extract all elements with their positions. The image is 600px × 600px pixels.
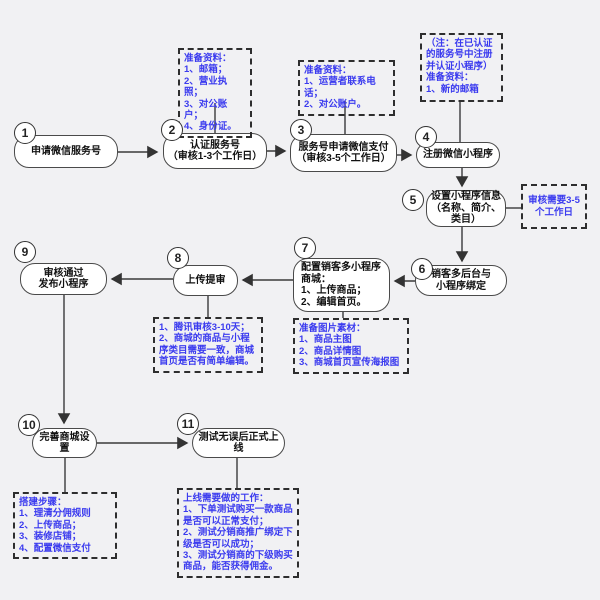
step-8-node: 上传提审 [173, 265, 238, 296]
step-4-badge: 4 [415, 126, 437, 148]
step-3-node: 服务号申请微信支付 （审核3-5个工作日） [290, 134, 397, 172]
step-5-node: 设置小程序信息 （名称、简介、类目） [426, 190, 506, 227]
note-step-10-setup-steps: 搭建步骤： 1、理清分佣规则 2、上传商品； 3、装修店铺； 4、配置微信支付 [13, 492, 117, 559]
note-step-7-image-materials: 准备图片素材： 1、商品主图 2、商品详情图 3、商城首页宣传海报图 [293, 318, 409, 374]
step-2-node: 认证服务号 （审核1-3个工作日） [163, 133, 267, 169]
note-step-4-materials: （注：在已认证的服务号中注册并认证小程序） 准备资料： 1、新的邮箱 [420, 33, 503, 102]
step-1-badge: 1 [14, 122, 36, 144]
note-step-3-materials: 准备资料： 1、运营者联系电话； 2、对公账户。 [298, 60, 395, 116]
step-7-node: 配置销客多小程序商城： 1、上传商品； 2、编辑首页。 [293, 258, 390, 312]
note-step-8-review-info: 1、腾讯审核3-10天； 2、商城的商品与小程序类目需要一致，商城首页是否有简单… [153, 317, 263, 373]
step-5-badge: 5 [402, 189, 424, 211]
step-6-badge: 6 [411, 258, 433, 280]
step-7-badge: 7 [294, 237, 316, 259]
step-2-badge: 2 [161, 119, 183, 141]
step-11-node: 测试无误后正式上线 [192, 428, 285, 458]
step-10-badge: 10 [18, 414, 40, 436]
note-step-11-launch-tasks: 上线需要做的工作： 1、下单测试购买一款商品是否可以正常支付； 2、测试分销商推… [177, 488, 299, 578]
note-step-2-materials: 准备资料： 1、邮箱； 2、营业执照； 3、对公账户； 4、身份证。 [178, 48, 252, 138]
step-8-badge: 8 [167, 247, 189, 269]
step-9-node: 审核通过 发布小程序 [20, 263, 107, 295]
step-10-node: 完善商城设置 [32, 428, 97, 458]
step-3-badge: 3 [290, 119, 312, 141]
step-11-badge: 11 [177, 413, 199, 435]
note-step-5-review-time: 审核需要3-5个工作日 [521, 184, 587, 229]
step-9-badge: 9 [14, 241, 36, 263]
